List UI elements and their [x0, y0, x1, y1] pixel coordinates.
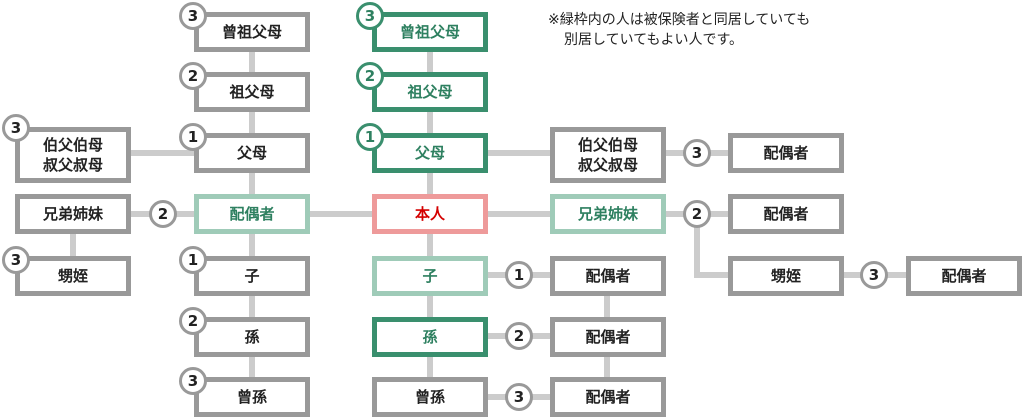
- grandparents-box: 祖父母: [372, 72, 488, 112]
- child-spouse-box: 配偶者: [550, 256, 666, 296]
- siblings-spouse-box: 配偶者: [728, 194, 844, 234]
- degree-badge: 2: [179, 307, 207, 335]
- step-grandchild-box: 孫: [194, 317, 310, 357]
- self-box: 本人: [372, 194, 488, 234]
- degree-badge: 1: [179, 246, 207, 274]
- degree-badge: 3: [683, 139, 711, 167]
- degree-badge: 2: [179, 62, 207, 90]
- degree-badge: 2: [149, 200, 177, 228]
- nephews-nieces-spouse-box: 配偶者: [906, 256, 1022, 296]
- degree-badge: 2: [505, 322, 533, 350]
- label: 叔父叔母: [42, 156, 103, 174]
- nephews-nieces-box: 甥姪: [728, 256, 844, 296]
- great-grandchild-box: 曾孫: [372, 377, 488, 417]
- degree-badge: 3: [860, 261, 888, 289]
- step-great-grandchild-box: 曾孫: [194, 377, 310, 417]
- legend-note: ※緑枠内の人は被保険者と同居していても 別居していてもよい人です。: [548, 10, 810, 50]
- spouse-nephews-nieces-box: 甥姪: [15, 256, 131, 296]
- label: 伯父伯母: [42, 135, 103, 154]
- great-grandchild-spouse-box: 配偶者: [550, 377, 666, 417]
- degree-badge: 3: [356, 2, 384, 30]
- degree-badge: 1: [505, 261, 533, 289]
- great-grandparents-box: 曾祖父母: [372, 12, 488, 52]
- note-line-1: ※緑枠内の人は被保険者と同居していても: [548, 12, 811, 28]
- grandchild-spouse-box: 配偶者: [550, 317, 666, 357]
- label: 伯父伯母: [577, 135, 638, 154]
- parents-box: 父母: [372, 133, 488, 173]
- degree-badge: 1: [356, 123, 384, 151]
- degree-badge: 3: [505, 383, 533, 411]
- degree-badge: 3: [179, 2, 207, 30]
- grandchild-box: 孫: [372, 317, 488, 357]
- spouse-grandparents-box: 祖父母: [194, 72, 310, 112]
- uncles-aunts-box: 伯父伯母叔父叔母: [550, 127, 666, 183]
- spouse-great-grandparents-box: 曾祖父母: [194, 12, 310, 52]
- degree-badge: 2: [356, 62, 384, 90]
- degree-badge: 3: [2, 246, 30, 274]
- spouse-siblings-box: 兄弟姉妹: [15, 194, 131, 234]
- note-line-2: 別居していてもよい人です。: [564, 32, 744, 48]
- siblings-box: 兄弟姉妹: [550, 194, 666, 234]
- degree-badge: 3: [2, 114, 30, 142]
- degree-badge: 2: [683, 200, 711, 228]
- spouse-box: 配偶者: [194, 194, 310, 234]
- label: 叔父叔母: [577, 156, 638, 174]
- stepchild-box: 子: [194, 256, 310, 296]
- spouse-uncles-aunts-box: 伯父伯母叔父叔母: [15, 127, 131, 183]
- spouse-parents-box: 父母: [194, 133, 310, 173]
- child-box: 子: [372, 256, 488, 296]
- degree-badge: 3: [179, 367, 207, 395]
- uncles-aunts-spouse-box: 配偶者: [728, 133, 844, 173]
- degree-badge: 1: [179, 123, 207, 151]
